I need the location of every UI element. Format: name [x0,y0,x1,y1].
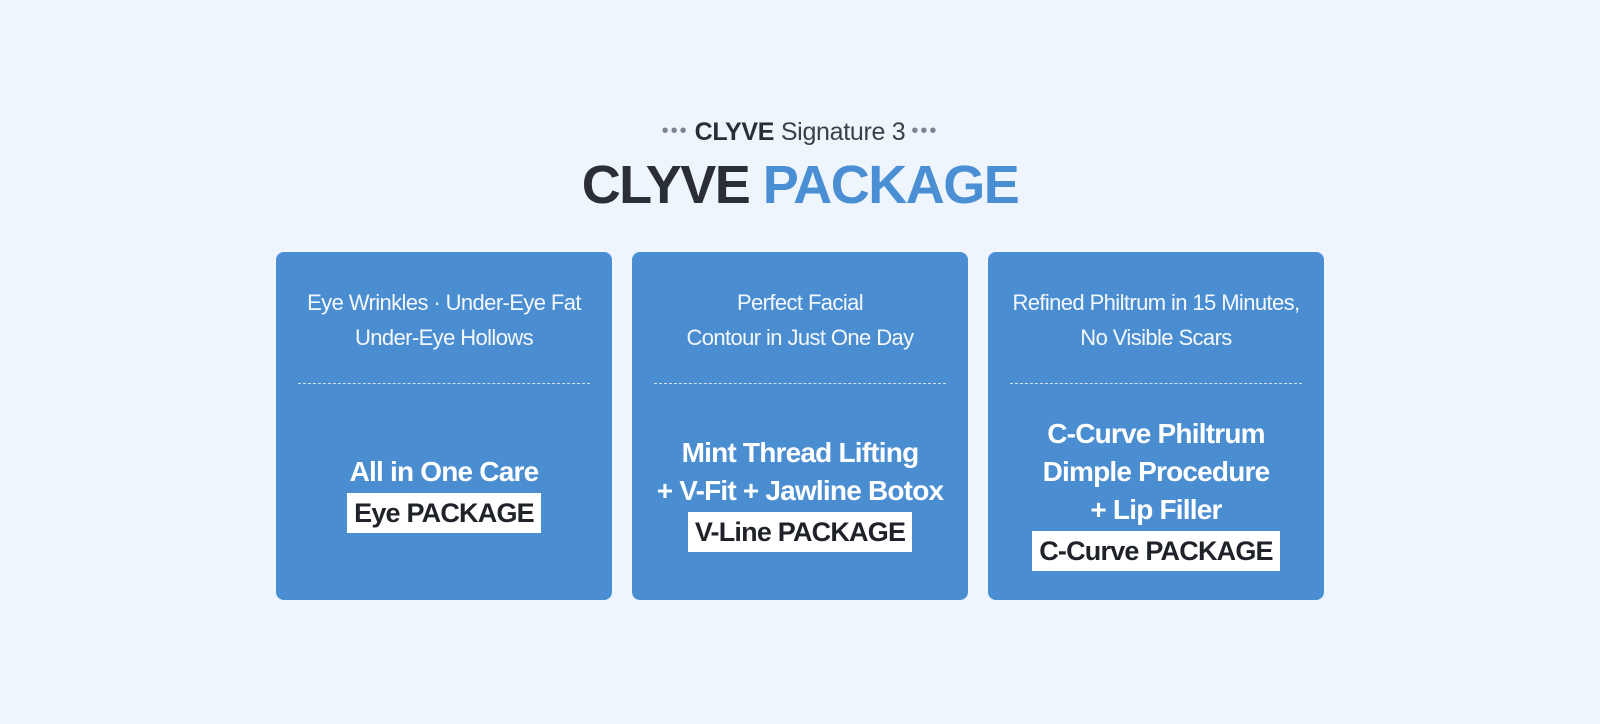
card-description: Perfect Facial Contour in Just One Day [632,280,968,360]
card-description-line: Refined Philtrum in 15 Minutes, [1012,290,1300,315]
dashed-divider [1010,383,1302,384]
package-badge: V-Line PACKAGE [687,512,913,552]
card-description: Eye Wrinkles · Under-Eye Fat Under-Eye H… [276,280,612,360]
dashed-divider [654,383,946,384]
card-description: Refined Philtrum in 15 Minutes, No Visib… [988,280,1324,360]
card-body: C-Curve Philtrum Dimple Procedure + Lip … [988,386,1324,600]
eyebrow-brand: CLYVE [694,118,775,146]
card-procedure-line: Mint Thread Lifting [681,437,920,468]
package-badge: C-Curve PACKAGE [1032,531,1280,571]
page-title-brand: CLYVE [581,155,751,215]
card-description-line: No Visible Scars [1080,325,1232,350]
signature-eyebrow: •••CLYVE Signature 3••• [0,113,1600,150]
page-title: CLYVE PACKAGE [0,152,1600,218]
dots-decoration-left: ••• [661,120,689,142]
card-description-line: Contour in Just One Day [686,325,914,350]
package-card-ccurve[interactable]: Refined Philtrum in 15 Minutes, No Visib… [988,252,1324,600]
package-card-eye[interactable]: Eye Wrinkles · Under-Eye Fat Under-Eye H… [276,252,612,600]
card-procedure-line: Dimple Procedure [1042,456,1271,487]
page-title-package: PACKAGE [762,155,1020,215]
card-description-line: Perfect Facial [736,290,864,315]
card-procedure-line: C-Curve Philtrum [1047,418,1265,449]
card-description-line: Eye Wrinkles · Under-Eye Fat [307,290,581,315]
package-badge: Eye PACKAGE [347,493,541,533]
package-card-vline[interactable]: Perfect Facial Contour in Just One Day M… [632,252,968,600]
card-description-line: Under-Eye Hollows [354,325,534,350]
card-procedure-line: + V-Fit + Jawline Botox [656,475,944,506]
dashed-divider [298,383,590,384]
eyebrow-subtitle: Signature 3 [780,118,906,146]
card-procedure-line: All in One Care [349,456,540,487]
card-body: Mint Thread Lifting + V-Fit + Jawline Bo… [632,386,968,600]
package-cards: Eye Wrinkles · Under-Eye Fat Under-Eye H… [276,252,1324,600]
card-body: All in One Care Eye PACKAGE [276,386,612,600]
card-procedure-line: + Lip Filler [1090,494,1222,525]
dots-decoration-right: ••• [911,120,939,142]
